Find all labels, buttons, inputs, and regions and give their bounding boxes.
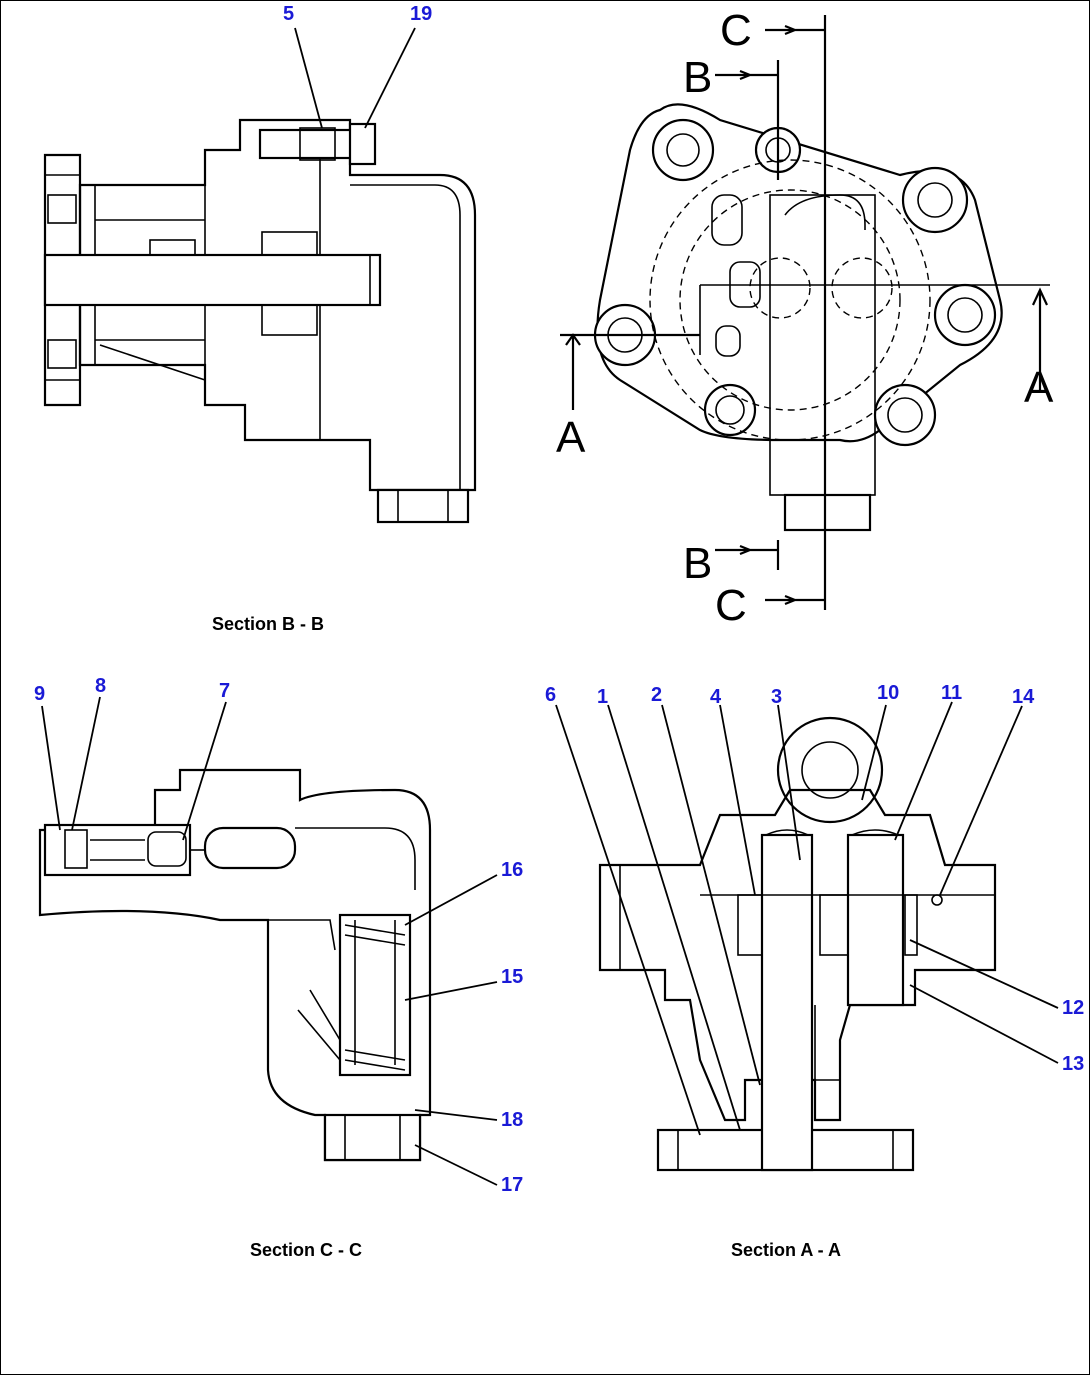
caption-section-c-c: Section C - C [250,1240,362,1260]
callout-19: 19 [410,3,432,25]
callout-18: 18 [501,1109,523,1131]
callout-10: 10 [877,682,899,704]
section-b-b-view [43,118,477,524]
callout-8: 8 [95,675,106,697]
marker-a-right: A [1024,363,1054,412]
callout-9: 9 [34,683,45,705]
caption-section-a-a: Section A - A [731,1240,841,1260]
section-c-c-view [38,768,432,1162]
caption-section-b-b: Section B - B [212,614,324,634]
front-view [593,103,1050,532]
marker-b-bottom: B [683,539,712,588]
callout-4: 4 [710,686,722,708]
callout-16: 16 [501,859,523,881]
callout-15: 15 [501,966,523,988]
callout-6: 6 [545,684,556,706]
marker-a-left: A [556,413,586,462]
callout-14: 14 [1012,686,1035,708]
callout-17: 17 [501,1174,523,1196]
callout-1: 1 [597,686,608,708]
section-a-a-view [598,716,997,1172]
leader-5 [294,27,323,129]
callout-12: 12 [1062,997,1084,1019]
callout-2: 2 [651,684,662,706]
marker-b-top: B [683,53,712,102]
callout-7: 7 [219,680,230,702]
callout-13: 13 [1062,1053,1084,1075]
marker-c-top: C [720,6,752,55]
marker-c-bottom: C [715,581,747,630]
callout-5: 5 [283,3,294,25]
callout-3: 3 [771,686,782,708]
callout-11: 11 [941,682,962,704]
leader-19 [364,27,416,129]
